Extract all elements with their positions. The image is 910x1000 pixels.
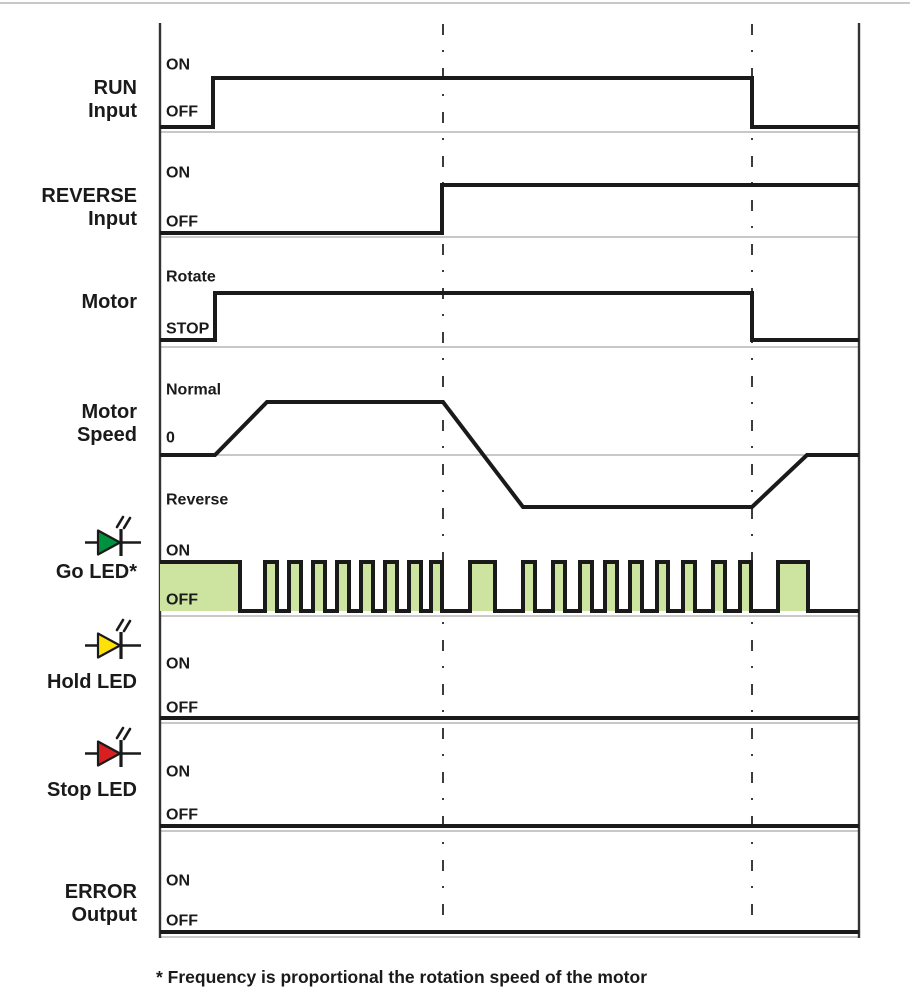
motor-waveform — [160, 291, 859, 342]
motor-level-label-stop: STOP — [166, 321, 210, 338]
led-triangle — [96, 529, 122, 556]
stop-led-row-label: Stop LED — [0, 779, 137, 802]
error-output-row-label-line: ERROR — [64, 880, 137, 903]
motor-speed-row-label-line: Motor — [81, 400, 137, 423]
stop-led-level-label-off: OFF — [166, 807, 198, 824]
motor-row-label-line: Motor — [81, 290, 137, 313]
stop-led-level-label-on: ON — [166, 764, 190, 781]
go-led-row-label-line: Go LED* — [55, 560, 137, 583]
go-led-waveform — [160, 560, 859, 613]
go-led-level-label-on: ON — [166, 543, 190, 560]
hold-led-level-label-on: ON — [166, 656, 190, 673]
go-led-row-label: Go LED* — [0, 561, 137, 584]
led-triangle — [96, 740, 122, 767]
motor-speed-level-label-0: 0 — [166, 430, 175, 447]
motor-speed-waveform — [160, 400, 859, 509]
error-output-level-label-off: OFF — [166, 913, 198, 930]
motor-level-label-rotate: Rotate — [166, 269, 216, 286]
stop-led-row-label-line: Stop LED — [47, 778, 137, 801]
run-input-row-label-line: Input — [88, 99, 137, 122]
motor-speed-level-label-normal: Normal — [166, 382, 221, 399]
go-led-level-label-off: OFF — [166, 592, 198, 609]
footnote-text: * Frequency is proportional the rotation… — [156, 967, 648, 987]
reverse-input-level-label-off: OFF — [166, 214, 198, 231]
reverse-input-row-label-line: REVERSE — [41, 184, 137, 207]
hold-led-level-label-off: OFF — [166, 700, 198, 717]
reverse-input-waveform — [160, 183, 859, 235]
hold-led-row-label-line: Hold LED — [47, 670, 137, 693]
reverse-input-level-label-on: ON — [166, 165, 190, 182]
led-light-rays-icon — [115, 515, 132, 530]
red-led-icon — [85, 726, 141, 767]
led-light-rays-icon — [115, 618, 132, 633]
reverse-input-row-label-line: Input — [88, 207, 137, 230]
run-input-row-label-line: RUN — [93, 76, 137, 99]
run-input-waveform — [160, 76, 859, 129]
motor-row-label: Motor — [0, 291, 137, 314]
hold-led-row-label: Hold LED — [0, 671, 137, 694]
green-led-icon — [85, 515, 141, 556]
yellow-led-icon — [85, 618, 141, 659]
led-light-rays-icon — [115, 726, 132, 741]
motor-speed-level-label-reverse: Reverse — [166, 492, 228, 509]
run-input-level-label-on: ON — [166, 57, 190, 74]
error-output-row-label-line: Output — [71, 903, 137, 926]
run-input-level-label-off: OFF — [166, 104, 198, 121]
error-output-level-label-on: ON — [166, 873, 190, 890]
motor-speed-row-label-line: Speed — [76, 423, 137, 446]
led-triangle — [96, 632, 122, 659]
